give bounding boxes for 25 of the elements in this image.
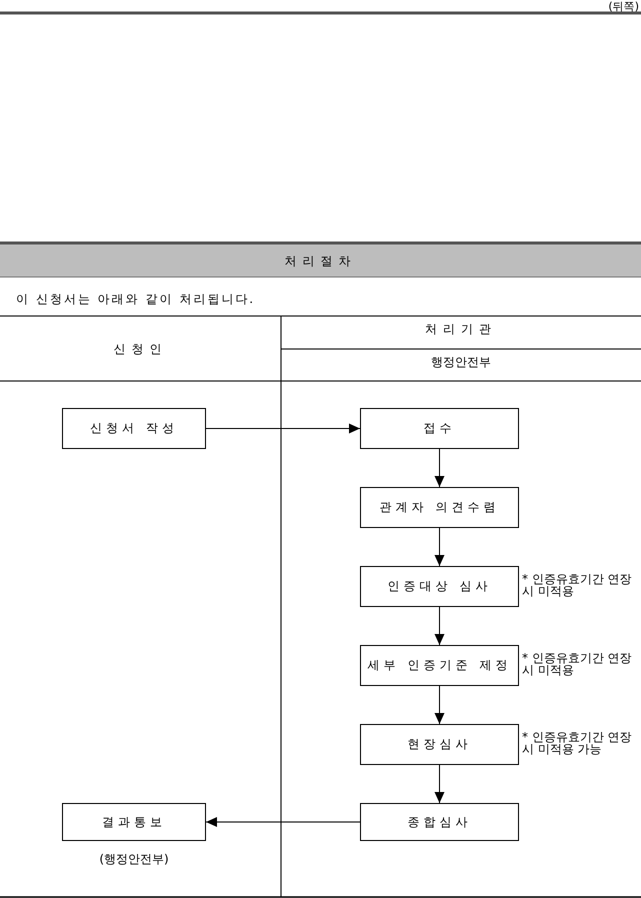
arrow bbox=[206, 424, 360, 434]
note-text: * 인증유효기간 연장시 미적용 가능 bbox=[522, 731, 633, 755]
section-heading: 처리절차 bbox=[284, 253, 358, 270]
arrow bbox=[434, 606, 444, 646]
column-header: 신청인 bbox=[112, 341, 168, 358]
process-box: 관계자 의견수렴 bbox=[360, 487, 519, 528]
process-box: 결과통보 bbox=[62, 803, 206, 841]
page-note: (뒤쪽) bbox=[608, 0, 639, 14]
arrow bbox=[434, 448, 444, 488]
intro-text: 이 신청서는 아래와 같이 처리됩니다. bbox=[16, 291, 256, 308]
arrow bbox=[206, 817, 360, 827]
column-header: 처리기관 bbox=[424, 321, 498, 338]
arrow bbox=[434, 686, 444, 724]
process-box: 접수 bbox=[360, 408, 519, 449]
note-text: * 인증유효기간 연장시 미적용 bbox=[522, 652, 633, 676]
note-text: * 인증유효기간 연장시 미적용 bbox=[522, 573, 633, 597]
arrow bbox=[434, 764, 444, 804]
arrow bbox=[434, 528, 444, 566]
process-box: 신청서 작성 bbox=[62, 408, 206, 449]
process-box: 현장심사 bbox=[360, 724, 519, 765]
process-box: 세부 인증기준 제정 bbox=[360, 645, 519, 686]
note-text: (행정안전부) bbox=[98, 853, 170, 865]
process-box: 종합심사 bbox=[360, 803, 519, 841]
process-box: 인증대상 심사 bbox=[360, 566, 519, 607]
agency-name: 행정안전부 bbox=[430, 354, 492, 371]
